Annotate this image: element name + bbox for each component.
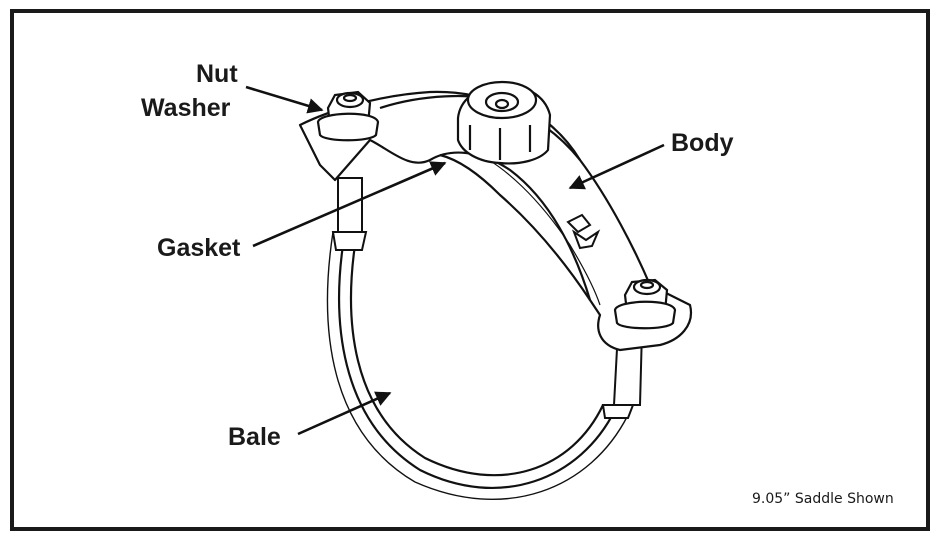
label-nut: Nut <box>196 60 238 88</box>
arrow-washer <box>245 85 324 114</box>
left-nut <box>316 90 380 142</box>
leader-arrows <box>245 85 665 436</box>
figure-caption: 9.05” Saddle Shown <box>752 491 894 507</box>
label-body: Body <box>671 129 734 157</box>
label-gasket: Gasket <box>157 234 241 262</box>
label-washer: Washer <box>141 94 231 122</box>
left-bolt-stem <box>331 177 368 251</box>
arrow-bale <box>297 391 392 436</box>
label-bale: Bale <box>228 423 281 451</box>
bale-band <box>326 231 629 501</box>
arrow-body <box>568 143 665 190</box>
right-nut <box>613 278 677 330</box>
arrow-gasket <box>252 161 447 248</box>
outlet-boss <box>456 80 552 165</box>
body-logo <box>566 213 601 250</box>
